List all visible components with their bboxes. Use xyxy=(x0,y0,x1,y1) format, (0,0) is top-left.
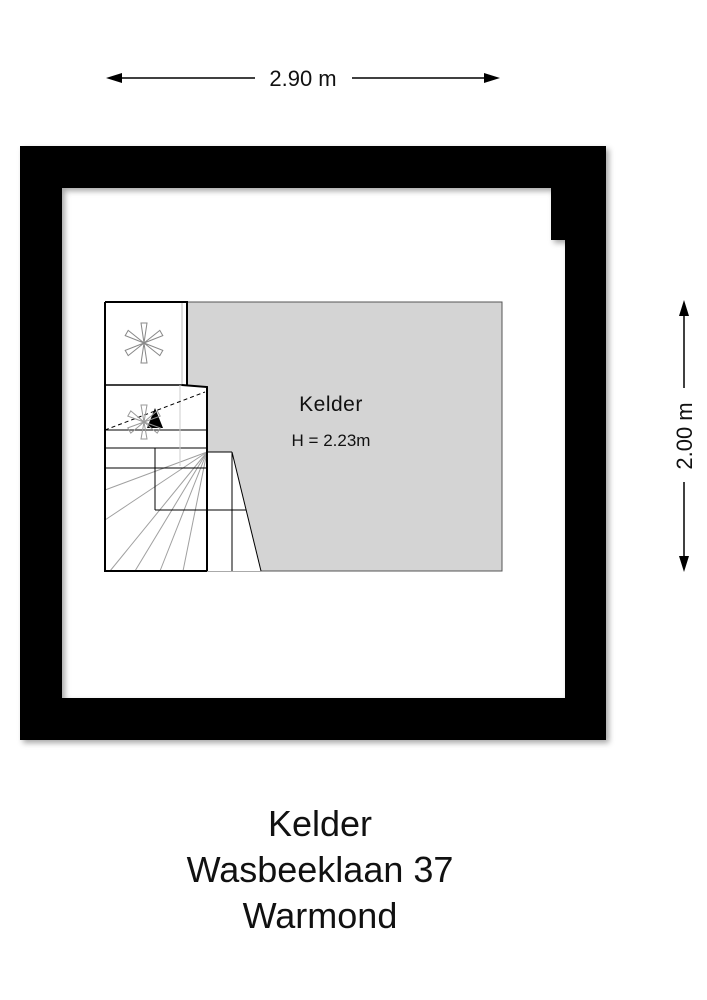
fan-icon xyxy=(124,322,164,364)
arrow-down-icon xyxy=(679,556,689,572)
arrow-up-icon xyxy=(679,300,689,316)
width-label: 2.90 m xyxy=(269,66,336,91)
caption-floor: Kelder xyxy=(267,803,373,844)
caption-city: Warmond xyxy=(242,895,398,936)
room-name: Kelder xyxy=(299,393,363,416)
arrow-right-icon xyxy=(484,73,500,83)
room-height: H = 2.23m xyxy=(292,431,371,450)
depth-label: 2.00 m xyxy=(672,402,697,469)
arrow-left-icon xyxy=(106,73,122,83)
fan-icon-2 xyxy=(127,404,161,440)
width-dimension: 2.90 m xyxy=(106,66,500,91)
staircase xyxy=(104,301,262,572)
depth-dimension: 2.00 m xyxy=(672,300,697,572)
floor-plan: 2.90 m xyxy=(20,66,697,740)
caption-address: Wasbeeklaan 37 xyxy=(186,849,454,890)
